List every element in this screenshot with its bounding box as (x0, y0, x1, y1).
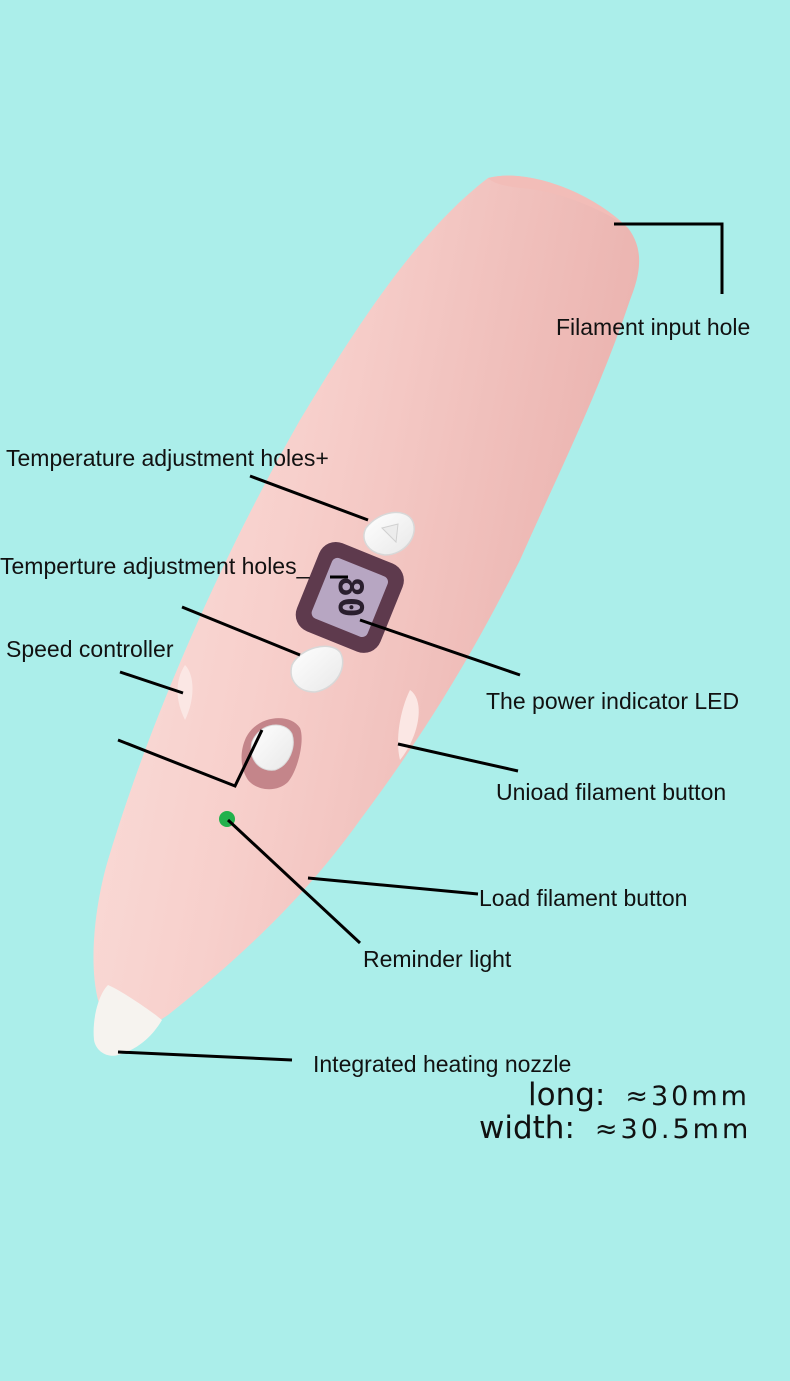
plus-arrow-icon (381, 523, 399, 544)
leader-nozzle (117, 1050, 293, 1062)
temp-minus-button[interactable] (290, 645, 344, 693)
left-side-grip (177, 665, 193, 720)
dimension-width-label: width: (479, 1110, 575, 1146)
label-heating-nozzle: Integrated heating nozzle (313, 1051, 572, 1077)
label-speed-controller: Speed controller (6, 636, 174, 662)
leader-reminder-light (226, 818, 362, 945)
display-reading: 80 (330, 577, 370, 618)
leader-speed-side (119, 670, 184, 695)
dimension-long-value: ≈30mm (625, 1081, 750, 1112)
leader-unload-button (397, 742, 519, 773)
leader-unknown-button (117, 729, 264, 788)
label-power-led: The power indicator LED (486, 688, 740, 714)
leader-power-led (359, 618, 521, 677)
label-unload-button: Unioad filament button (496, 779, 727, 805)
filament-input-hole (488, 175, 628, 228)
heating-nozzle (93, 985, 162, 1056)
dimension-long-label: long: (528, 1077, 606, 1113)
right-side-grip (398, 690, 419, 760)
label-filament-input-hole: Filament input hole (556, 314, 751, 340)
dimension-width-value: ≈30.5mm (594, 1114, 752, 1145)
leader-speed-controller (181, 605, 301, 657)
leader-load-button (307, 876, 479, 896)
label-load-button: Load filament button (479, 885, 688, 911)
leader-lines (117, 222, 724, 1062)
label-temp-plus: Temperature adjustment holes+ (6, 445, 329, 471)
label-reminder-light: Reminder light (363, 946, 512, 972)
leader-filament-input (614, 222, 724, 294)
dimension-long: long: ≈30mm (528, 1077, 750, 1113)
dimension-width: width: ≈30.5mm (479, 1110, 751, 1146)
label-temp-minus: Temperture adjustment holes_ (0, 553, 310, 579)
speed-controller-button[interactable] (250, 724, 294, 771)
leader-temp-plus (249, 474, 369, 522)
